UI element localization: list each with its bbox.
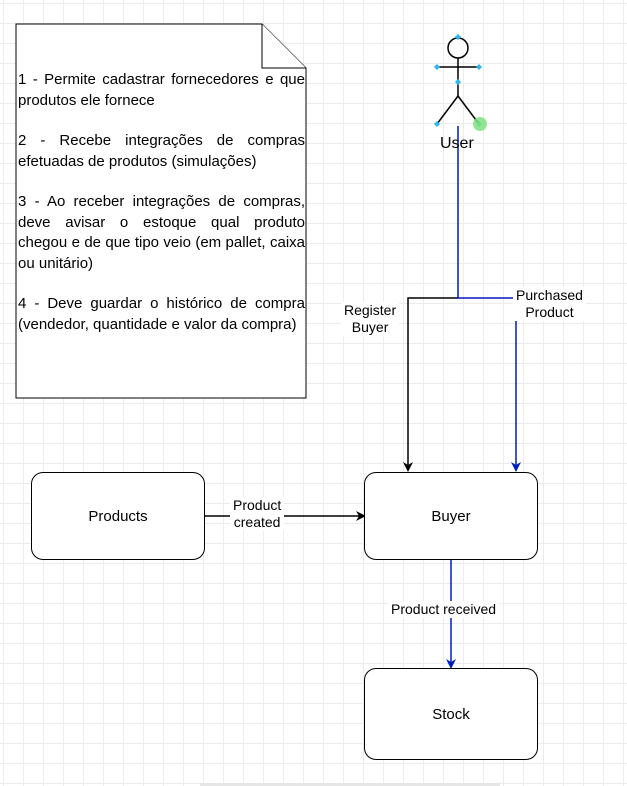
edge-label-product-created[interactable]: Product created — [230, 497, 285, 531]
edge-label-product-received[interactable]: Product received — [388, 601, 500, 618]
node-stock[interactable]: Stock — [364, 668, 538, 760]
note-item-4: 4 - Deve guardar o histórico de compra (… — [18, 295, 305, 333]
edge-label-purchased-product[interactable]: Purchased Product — [513, 287, 586, 321]
node-products[interactable]: Products — [31, 472, 205, 560]
node-products-label: Products — [88, 507, 148, 525]
edge-register-buyer[interactable] — [403, 297, 458, 472]
edge-label-purchased-line-1: Purchased — [516, 287, 583, 303]
edge-purchased-product[interactable] — [457, 126, 521, 472]
note-item-2: 2 - Recebe integrações de compras efetua… — [18, 132, 305, 170]
edge-label-created-line-1: Product — [233, 497, 282, 513]
edge-label-register-line-2: Buyer — [351, 319, 389, 335]
connection-hover-point[interactable] — [473, 117, 487, 131]
stick-figure-icon[interactable] — [436, 37, 480, 125]
node-stock-label: Stock — [432, 705, 470, 723]
edge-label-register-line-1: Register — [344, 302, 397, 318]
note-item-1: 1 - Permite cadastrar fornecedores e que… — [18, 71, 305, 109]
note-fold-corner — [261, 24, 306, 69]
edge-label-register-buyer[interactable]: Register Buyer — [341, 302, 400, 336]
edge-label-purchased-line-2: Product — [525, 304, 574, 320]
node-buyer-label: Buyer — [431, 507, 471, 525]
note-item-3: 3 - Ao receber integrações de compras, d… — [18, 193, 305, 272]
actor-label-user: User — [440, 135, 474, 152]
horizontal-scrollbar[interactable] — [200, 783, 500, 786]
requirements-note-text: 1 - Permite cadastrar fornecedores e que… — [18, 70, 305, 355]
node-buyer[interactable]: Buyer — [364, 472, 538, 560]
edge-label-created-line-2: created — [233, 514, 281, 530]
requirements-note-shape[interactable] — [15, 23, 307, 399]
